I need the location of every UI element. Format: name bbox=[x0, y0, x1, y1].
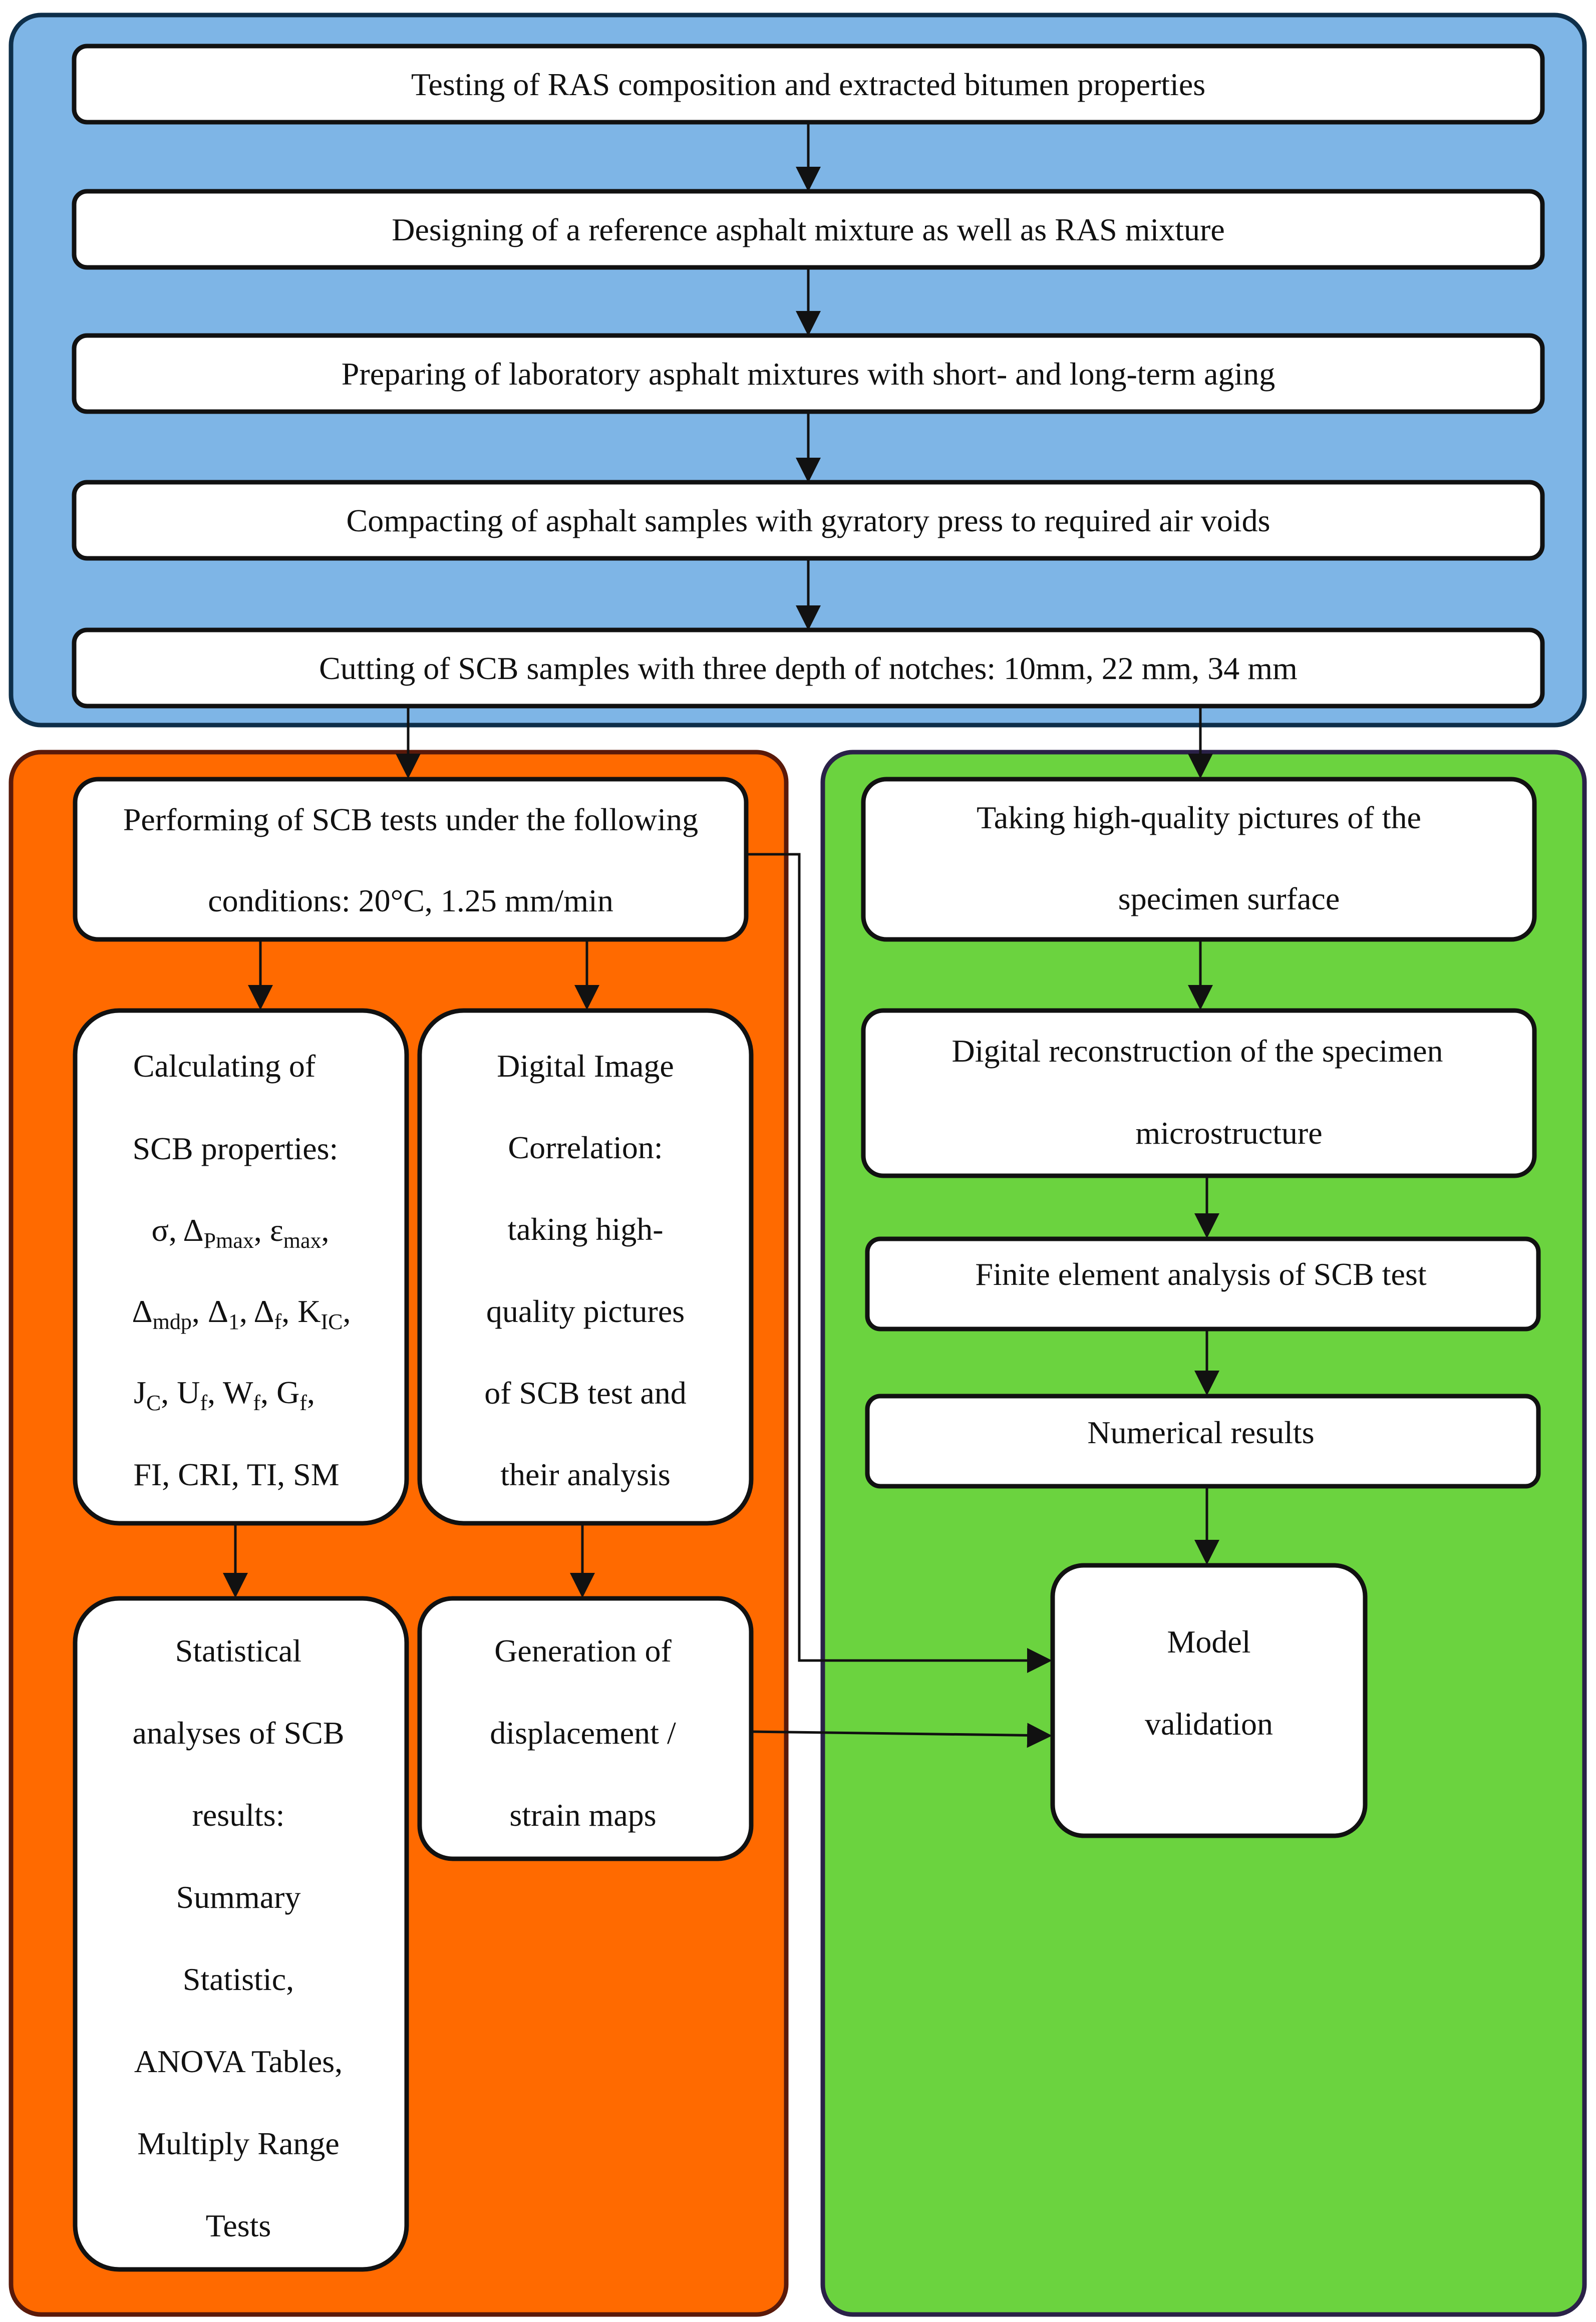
stats-line-3: results: bbox=[192, 1797, 285, 1833]
scb-tests-label-line2: conditions: 20°C, 1.25 mm/min bbox=[208, 883, 613, 918]
scb-properties-text: Calculating of SCB properties: σ, ΔPmax,… bbox=[132, 1048, 351, 1492]
calc-line1: Calculating of bbox=[133, 1048, 316, 1084]
stats-line-7: Multiply Range bbox=[137, 2126, 340, 2161]
stats-line-6: ANOVA Tables, bbox=[134, 2044, 343, 2079]
stats-line-1: Statistical bbox=[175, 1633, 301, 1669]
scb-tests-box bbox=[73, 777, 749, 942]
stats-line-4: Summary bbox=[176, 1879, 301, 1915]
dic-text: Digital Image Correlation: taking high- … bbox=[484, 1048, 687, 1492]
dic-box bbox=[417, 1008, 754, 1526]
reconstruction-line-2: microstructure bbox=[1135, 1115, 1322, 1151]
arrow-tests-to-validation bbox=[746, 853, 1052, 1673]
stats-line-8: Tests bbox=[206, 2208, 271, 2243]
calc-line3: σ, ΔPmax, εmax, bbox=[152, 1212, 330, 1253]
step-compacting-label: Compacting of asphalt samples with gyrat… bbox=[347, 503, 1270, 538]
calc-line4: Δmdp, Δ1, Δf, KIC, bbox=[132, 1293, 351, 1334]
fea-label: Finite element analysis of SCB test bbox=[975, 1256, 1426, 1292]
pictures-box bbox=[861, 777, 1537, 942]
dic-line-5: of SCB test and bbox=[484, 1375, 687, 1411]
calc-line5: JC, Uf, Wf, Gf, bbox=[134, 1375, 315, 1415]
arrow-maps-to-validation bbox=[751, 1723, 1052, 1748]
scb-tests-label-line1: Performing of SCB tests under the follow… bbox=[123, 802, 698, 837]
right-panel bbox=[820, 750, 1587, 2317]
dic-line-6: their analysis bbox=[500, 1457, 670, 1492]
statistics-box bbox=[73, 1596, 409, 2272]
calc-line2: SCB properties: bbox=[133, 1131, 339, 1166]
dic-line-3: taking high- bbox=[507, 1211, 663, 1247]
dic-line-2: Correlation: bbox=[508, 1130, 663, 1165]
calc-line6: FI, CRI, TI, SM bbox=[133, 1457, 339, 1492]
stats-line-5: Statistic, bbox=[183, 1961, 294, 1997]
dic-line-1: Digital Image bbox=[497, 1048, 674, 1084]
reconstruction-box bbox=[861, 1008, 1537, 1178]
stats-line-2: analyses of SCB bbox=[132, 1715, 344, 1751]
pictures-line-1: Taking high-quality pictures of the bbox=[977, 800, 1421, 835]
pictures-line-2: specimen surface bbox=[1118, 881, 1340, 916]
statistics-text: Statistical analyses of SCB results: Sum… bbox=[132, 1633, 344, 2243]
fea-box bbox=[865, 1236, 1541, 1332]
numerical-results-box bbox=[865, 1394, 1541, 1489]
numerical-label: Numerical results bbox=[1087, 1415, 1314, 1450]
maps-text: Generation of displacement / strain maps bbox=[490, 1633, 676, 1833]
validation-line-1: Model bbox=[1167, 1624, 1250, 1660]
model-validation-box bbox=[1050, 1563, 1368, 1838]
step-cutting-label: Cutting of SCB samples with three depth … bbox=[319, 650, 1298, 686]
scb-properties-box bbox=[73, 1008, 409, 1526]
maps-line-2: displacement / bbox=[490, 1715, 676, 1751]
displacement-maps-box bbox=[417, 1596, 754, 1861]
step-design-label: Designing of a reference asphalt mixture… bbox=[392, 212, 1225, 247]
step-ras-composition-label: Testing of RAS composition and extracted… bbox=[411, 67, 1205, 102]
step-preparing-label: Preparing of laboratory asphalt mixtures… bbox=[342, 356, 1275, 392]
maps-line-3: strain maps bbox=[509, 1797, 656, 1833]
reconstruction-line-1: Digital reconstruction of the specimen bbox=[951, 1033, 1443, 1069]
validation-line-2: validation bbox=[1145, 1706, 1273, 1742]
maps-line-1: Generation of bbox=[494, 1633, 672, 1669]
dic-line-4: quality pictures bbox=[486, 1293, 685, 1329]
